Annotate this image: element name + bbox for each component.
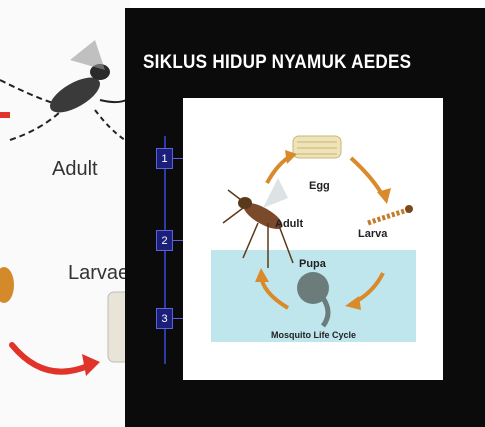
life-cycle-caption: Mosquito Life Cycle — [271, 330, 356, 340]
background-larvae-label: Larvae — [68, 262, 129, 285]
timeline-step-2[interactable]: 2 — [156, 230, 173, 251]
slide-panel: SIKLUS HIDUP NYAMUK AEDES 1 2 3 — [125, 8, 485, 427]
pupa-label: Pupa — [299, 258, 326, 270]
larva-label: Larva — [358, 228, 387, 240]
background-adult-label: Adult — [52, 158, 98, 181]
adult-label: Adult — [275, 218, 303, 230]
background-mosquito-illustration — [0, 0, 130, 427]
egg-label: Egg — [309, 180, 330, 192]
timeline-step-3[interactable]: 3 — [156, 308, 173, 329]
life-cycle-image: Egg Adult Larva Pupa Mosquito Life Cycle — [183, 98, 443, 380]
background-slide: Adult Larvae — [0, 0, 130, 427]
timeline-step-1[interactable]: 1 — [156, 148, 173, 169]
slide-title: SIKLUS HIDUP NYAMUK AEDES — [143, 52, 411, 74]
